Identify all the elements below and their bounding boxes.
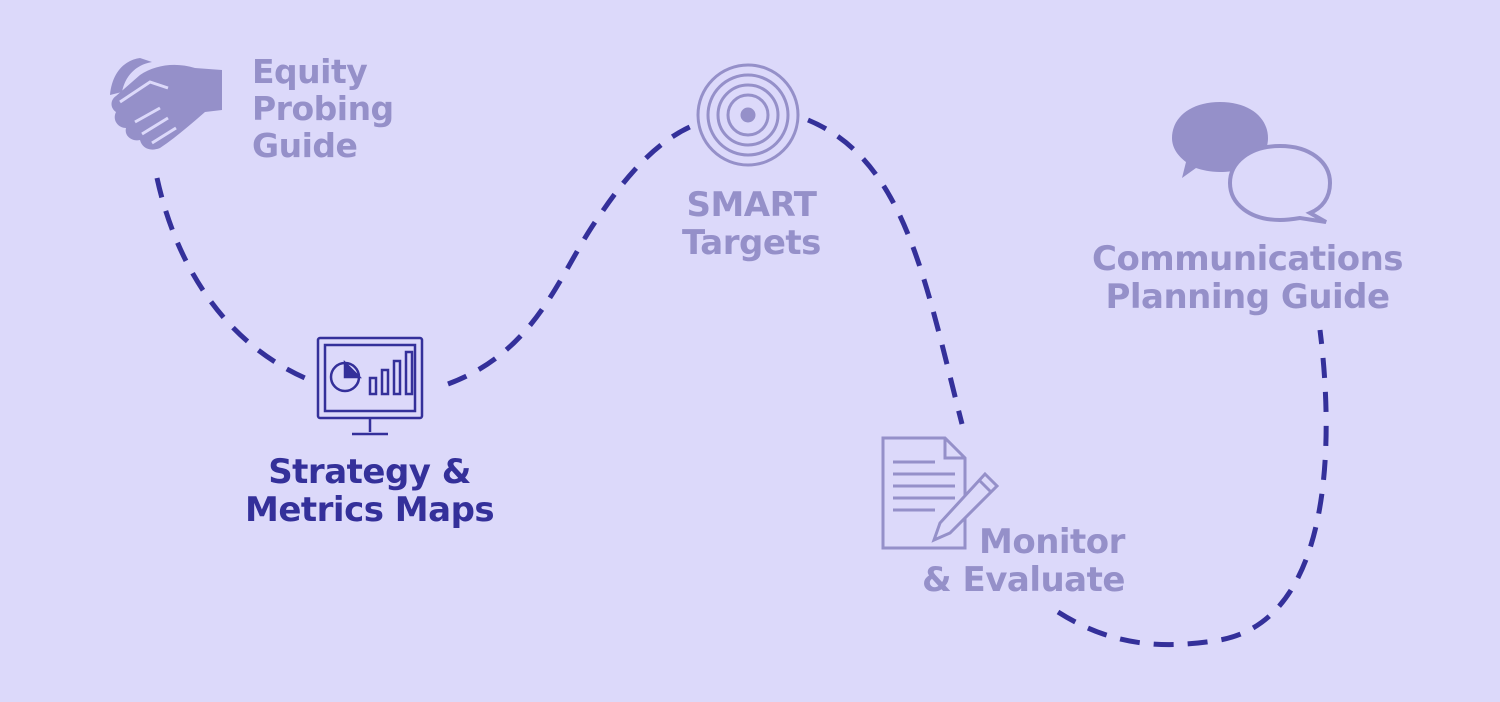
journey-path (154, 117, 1329, 648)
label-line: SMART (686, 185, 817, 225)
step-label-equity-probing-guide: Equity Probing Guide (252, 52, 394, 165)
document-pencil-icon (881, 436, 1000, 550)
label-line: Strategy & (268, 452, 471, 492)
chat-bubbles-icon (1172, 102, 1333, 224)
step-label-monitor-evaluate: Monitor & Evaluate (922, 523, 1125, 599)
handshake-icon (110, 58, 222, 150)
label-line: Targets (682, 223, 821, 264)
path-segment-equity-strategy (154, 177, 307, 381)
path-segment-strategy-smart (447, 123, 694, 387)
step-label-communications-planning-guide: Communications Planning Guide (1092, 239, 1404, 318)
path-segment-monitor-comm (1056, 329, 1329, 648)
label-line: Equity (252, 52, 368, 91)
target-icon (696, 63, 800, 167)
label-line: Monitor (979, 522, 1125, 562)
label-line: Communications (1092, 239, 1404, 279)
label-line: Guide (252, 125, 358, 165)
label-line: Probing (252, 88, 394, 128)
label-line: Planning Guide (1105, 277, 1390, 318)
monitor-chart-icon (316, 336, 424, 436)
step-label-smart-targets: SMART Targets (682, 186, 821, 262)
label-line: & Evaluate (922, 560, 1125, 601)
label-line: Metrics Maps (245, 490, 495, 531)
step-label-strategy-metrics-maps: Strategy & Metrics Maps (245, 452, 495, 531)
path-segment-smart-monitor (807, 117, 965, 425)
